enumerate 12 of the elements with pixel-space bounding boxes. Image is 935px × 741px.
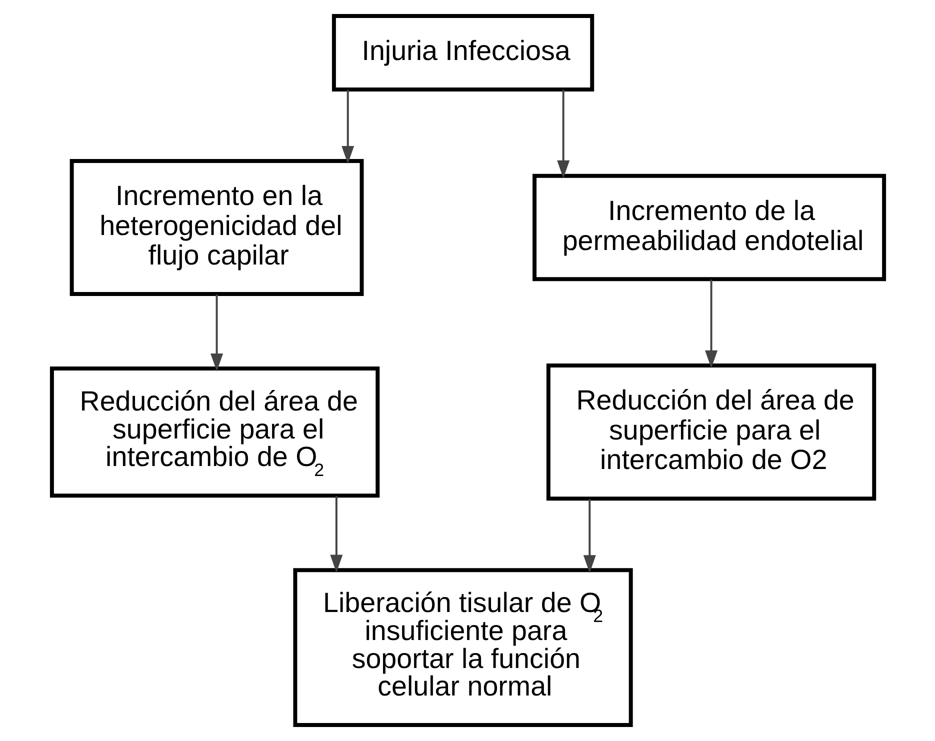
node-box: Reducción del área de superficie para el intercambio de O2 — [546, 364, 876, 501]
node-box: Injuria Infecciosa — [331, 14, 594, 92]
arrow — [704, 280, 718, 368]
arrow — [330, 496, 342, 573]
node-box: Reducción del área de superficie para el intercambio de O$_{2}$ — [49, 366, 380, 498]
node-box: Liberación tisular de O$_{2}$ insuficiente para soportar la función celular normal — [292, 568, 632, 727]
arrow — [210, 294, 223, 372]
arrow — [341, 90, 354, 164]
arrow — [582, 499, 596, 574]
node-box: Incremento en la heterogenicidad del flujo capilar — [69, 159, 364, 296]
node-box: Incremento de la permeabilidad endotelial — [532, 174, 886, 282]
arrow — [556, 90, 570, 178]
